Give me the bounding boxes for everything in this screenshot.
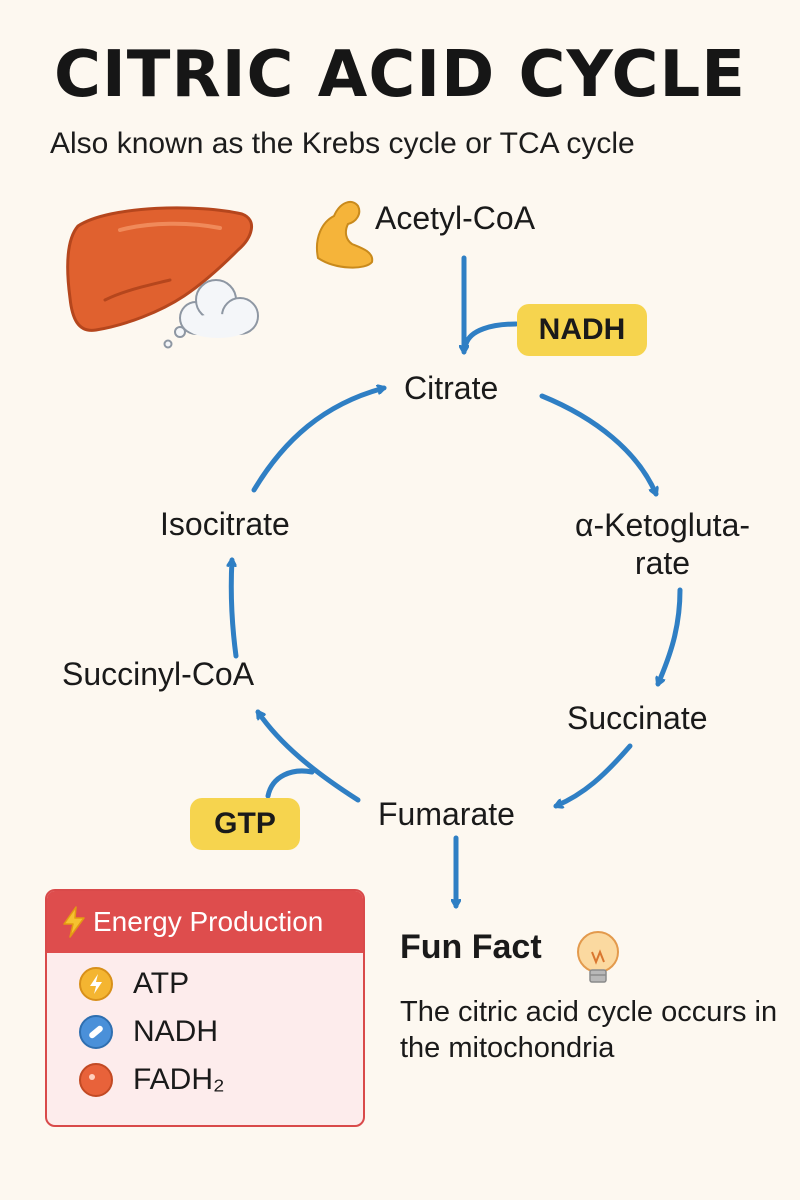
arrow-gtp-branch	[265, 768, 315, 799]
energy-item-label: NADH	[133, 1015, 219, 1048]
nadh-badge: NADH	[517, 304, 647, 356]
arrow-isocitrate-to-citrate	[251, 388, 387, 493]
node-acetyl-coa: Acetyl-CoA	[375, 200, 536, 236]
lightbulb-icon	[577, 931, 619, 983]
node-isocitrate: Isocitrate	[160, 506, 290, 542]
lightning-icon	[79, 967, 113, 1001]
arrow-ketoglutarate-to-succinate	[658, 587, 683, 687]
page-title: CITRIC ACID CYCLE	[54, 38, 746, 112]
flexed-biceps-icon	[316, 200, 374, 269]
liver-icon	[66, 206, 253, 332]
dot-icon	[79, 1063, 113, 1097]
energy-item-label: FADH₂	[133, 1063, 225, 1096]
energy-item-fadh2: FADH₂	[79, 1063, 225, 1097]
energy-item-label: ATP	[133, 967, 190, 1000]
fun-fact-title: Fun Fact	[400, 928, 542, 966]
fun-fact-text: The citric acid cycle occurs in the mito…	[400, 996, 778, 1064]
energy-production-panel: Energy Production ATP NADH	[45, 889, 365, 1127]
arrow-succinylcoa-to-isocitrate	[231, 557, 239, 659]
node-fumarate: Fumarate	[378, 796, 515, 832]
node-citrate: Citrate	[404, 370, 499, 406]
pill-icon	[79, 1015, 113, 1049]
arrow-succinate-to-fumarate	[553, 743, 633, 806]
node-succinate: Succinate	[567, 700, 708, 736]
energy-item-atp: ATP	[79, 967, 189, 1001]
node-alpha-ketoglutarate: α-Ketogluta-rate	[574, 507, 751, 581]
page-subtitle: Also known as the Krebs cycle or TCA cyc…	[50, 127, 635, 160]
energy-header: Energy Production	[47, 891, 363, 953]
arrow-fumarate-to-succinylcoa	[255, 709, 361, 803]
node-succinyl-coa: Succinyl-CoA	[62, 656, 255, 692]
cloud-icon	[163, 279, 259, 349]
energy-header-label: Energy Production	[93, 906, 324, 937]
arrow-nadh-branch	[463, 321, 519, 347]
energy-item-nadh: NADH	[79, 1015, 218, 1049]
gtp-badge: GTP	[190, 798, 300, 850]
arrow-citrate-to-ketoglutarate	[539, 393, 656, 497]
lightning-icon	[63, 906, 85, 938]
